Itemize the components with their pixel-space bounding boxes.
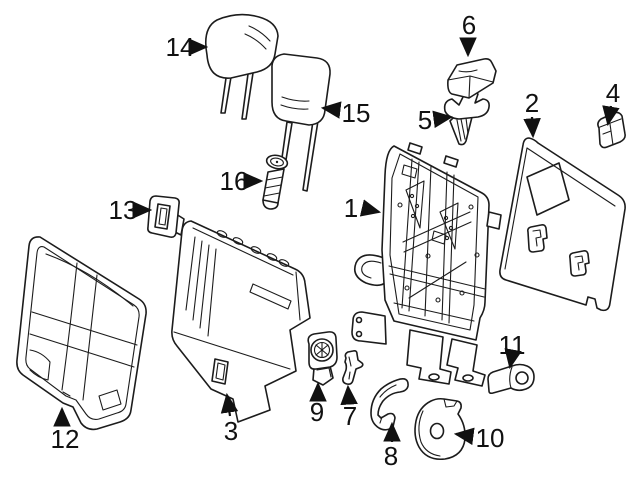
callout-label-16: 16	[220, 166, 249, 196]
callout-label-15: 15	[342, 98, 371, 128]
callout-arrow-4	[602, 105, 620, 127]
callout-label-4: 4	[606, 78, 620, 108]
part-seat-back-panel	[499, 137, 626, 312]
part-adjuster-knob	[307, 331, 338, 386]
part-strap-bracket	[370, 378, 409, 431]
callout-label-8: 8	[384, 441, 398, 471]
callout-arrow-11	[504, 348, 522, 370]
part-headrest-left	[204, 13, 279, 120]
callout-arrow-5	[432, 110, 454, 129]
part-seat-back-cushion	[16, 236, 147, 431]
callout-arrow-3	[220, 392, 239, 417]
part-seat-back-pad	[171, 220, 311, 423]
callout-label-6: 6	[462, 10, 476, 40]
callout-label-9: 9	[310, 397, 324, 427]
callout-label-5: 5	[418, 105, 432, 135]
part-clip	[597, 111, 626, 149]
part-retainer-clip	[443, 90, 490, 146]
part-headrest-guide-sleeve	[262, 154, 289, 210]
callout-label-14: 14	[166, 32, 195, 62]
callout-label-1: 1	[344, 193, 358, 223]
callout-label-3: 3	[224, 416, 238, 446]
part-seat-back-frame	[351, 142, 502, 387]
callout-label-12: 12	[51, 424, 80, 454]
callout-arrow-2	[523, 116, 541, 139]
callout-arrow-1	[359, 199, 382, 217]
callout-label-11: 11	[499, 330, 526, 360]
callout-arrow-10	[453, 427, 475, 446]
callout-label-13: 13	[109, 195, 138, 225]
part-cap	[447, 58, 497, 99]
callout-arrow-7	[340, 384, 358, 406]
callout-label-2: 2	[525, 88, 539, 118]
callout-label-7: 7	[343, 401, 357, 431]
callout-label-10: 10	[476, 423, 505, 453]
part-hinge-cover	[414, 397, 466, 461]
callout-arrow-15	[320, 101, 342, 119]
part-headrest-right	[271, 53, 331, 192]
part-release-lever	[487, 363, 535, 395]
part-latch-bezel	[147, 195, 185, 238]
part-hook	[342, 350, 364, 385]
